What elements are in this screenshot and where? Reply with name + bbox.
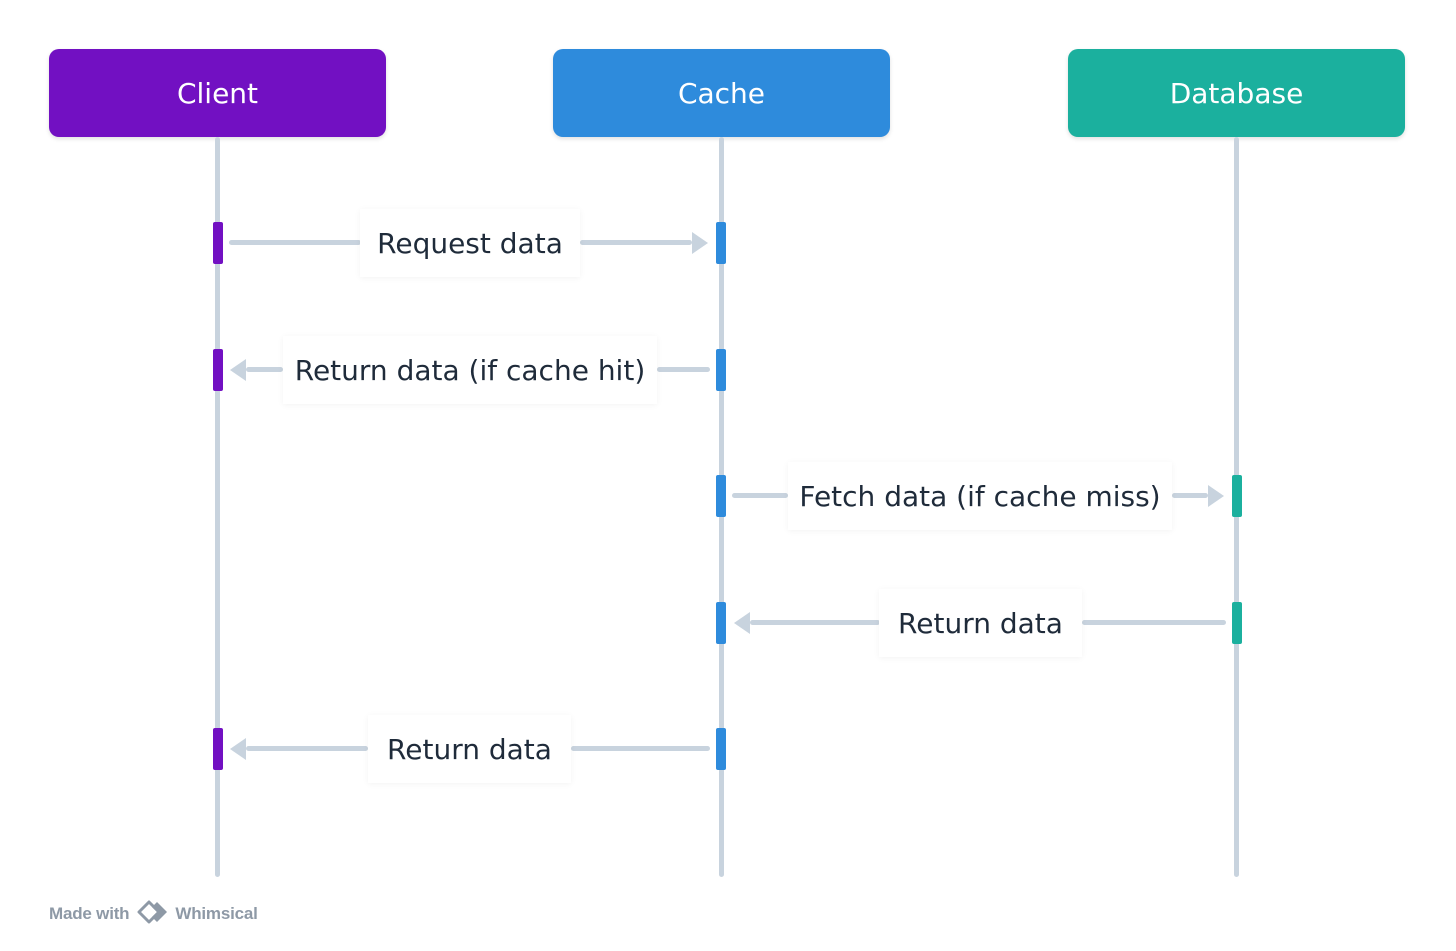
message-5-label: Return data xyxy=(368,715,571,783)
message-1-line-right xyxy=(580,240,692,245)
message-3-line-right xyxy=(1172,493,1208,498)
message-3-label: Fetch data (if cache miss) xyxy=(788,462,1172,530)
made-with-footer[interactable]: Made with Whimsical xyxy=(49,900,258,928)
message-1-label: Request data xyxy=(360,209,580,277)
message-4-text: Return data xyxy=(898,606,1063,640)
message-5-line-left xyxy=(246,746,368,751)
activation-client-5 xyxy=(213,728,223,770)
message-2-text: Return data (if cache hit) xyxy=(294,353,646,387)
activation-cache-3 xyxy=(716,475,726,517)
message-2-line-right xyxy=(657,367,710,372)
actor-cache: Cache xyxy=(553,49,890,137)
activation-database-4 xyxy=(1232,602,1242,644)
message-4-label: Return data xyxy=(879,589,1082,657)
activation-cache-1 xyxy=(716,222,726,264)
message-2-arrowhead xyxy=(230,359,246,381)
activation-cache-4 xyxy=(716,602,726,644)
lifeline-client xyxy=(215,137,220,877)
message-3-line-left xyxy=(732,493,788,498)
actor-cache-label: Cache xyxy=(677,76,766,110)
activation-cache-5 xyxy=(716,728,726,770)
activation-cache-2 xyxy=(716,349,726,391)
message-2-line-left xyxy=(246,367,283,372)
message-5-text: Return data xyxy=(387,732,552,766)
activation-client-1 xyxy=(213,222,223,264)
activation-database-3 xyxy=(1232,475,1242,517)
message-5-line-right xyxy=(571,746,710,751)
message-3-text: Fetch data (if cache miss) xyxy=(799,479,1161,513)
message-4-line-right xyxy=(1082,620,1226,625)
whimsical-brand-text: Whimsical xyxy=(175,904,258,923)
activation-client-2 xyxy=(213,349,223,391)
message-2-label: Return data (if cache hit) xyxy=(283,336,657,404)
message-4-arrowhead xyxy=(734,612,750,634)
message-1-line-left xyxy=(229,240,361,245)
message-3-arrowhead xyxy=(1208,485,1224,507)
actor-database-label: Database xyxy=(1169,76,1304,110)
actor-client-label: Client xyxy=(176,76,259,110)
message-4-line-left xyxy=(750,620,880,625)
made-with-text: Made with xyxy=(49,904,130,923)
message-5-arrowhead xyxy=(230,738,246,760)
actor-client: Client xyxy=(49,49,386,137)
message-1-arrowhead xyxy=(692,232,708,254)
actor-database: Database xyxy=(1068,49,1405,137)
message-1-text: Request data xyxy=(377,226,563,260)
whimsical-logo-icon xyxy=(137,900,171,929)
